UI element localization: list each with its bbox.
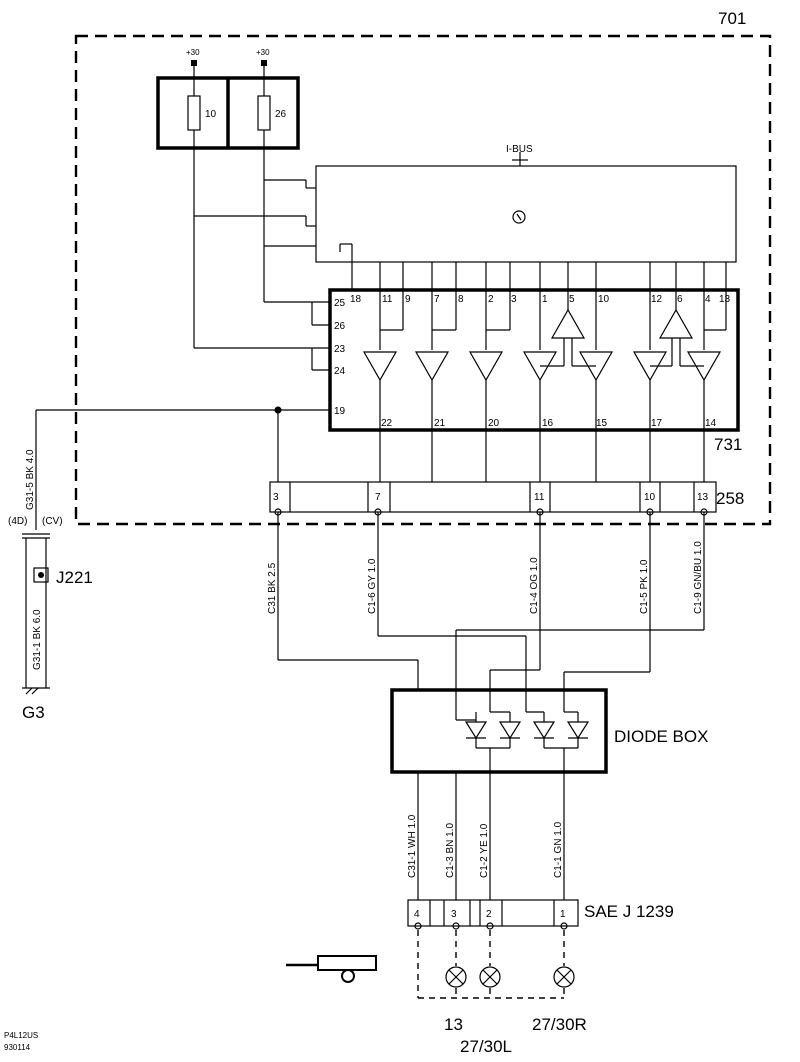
lamp-13-label: 13 [444,1015,463,1034]
wire-c15-label: C1-5 PK 1.0 [639,559,650,614]
sae-connector-label: SAE J 1239 [584,902,674,921]
junction-j221-label: J221 [56,568,93,587]
pin-label: 15 [596,418,608,429]
pin-label: 20 [488,418,500,429]
pin-label: 3 [451,909,457,920]
pin-label: 24 [334,366,346,377]
ground-section: G31-5 BK 4.0 (4D) (CV) J221 G31-1 BK 6.0… [8,449,93,722]
pin-label: 2 [488,294,494,305]
module-731-label: 731 [714,435,742,454]
module-701-boundary [74,34,772,526]
ibus-label: I-BUS [506,144,533,155]
pin-label: 4 [414,909,420,920]
pin-label: 5 [569,294,575,305]
pin-label: 4 [705,294,711,305]
pin-label: 22 [381,418,393,429]
wire-c14-label: C1-4 OG 1.0 [529,557,540,614]
wire-c16-label: C1-6 GY 1.0 [367,558,378,614]
internal-signal-lines [351,262,727,350]
harness-upper: C31 BK 2.5 C1-6 GY 1.0 C1-4 OG 1.0 C1-5 … [267,512,705,690]
fuse-supply-label-2: +30 [256,48,270,57]
pin-label: 3 [273,492,279,503]
module-731-bottom-pins: 22 21 20 16 15 17 14 [381,418,717,429]
ground-variant-left: (4D) [8,516,27,527]
wire-c11-label: C1-1 GN 1.0 [553,821,564,878]
wire-c13-label: C1-3 BN 1.0 [445,823,456,878]
pin-label: 3 [511,294,517,305]
pin-label: 6 [677,294,683,305]
pin-label: 9 [405,294,411,305]
pin-label: 2 [486,909,492,920]
trailer-icon [286,955,377,983]
pin-label: 1 [560,909,566,920]
lamp-2730l-label: 27/30L [460,1037,512,1056]
control-logic-block: I-BUS [194,144,737,263]
diode-box: DIODE BOX [390,688,708,774]
pin-label: 7 [375,492,381,503]
module-701-label: 701 [718,9,746,28]
wire-c311-label: C31-1 WH 1.0 [407,814,418,878]
diode-box-label: DIODE BOX [614,727,708,746]
driver-amplifiers [362,308,722,430]
pin-label: 18 [350,294,362,305]
pin-label: 13 [697,492,709,503]
module-731-top-pins: 18 11 9 7 8 2 3 1 5 10 12 6 4 13 [350,294,731,305]
ground-wire-branch-label: G31-1 BK 6.0 [32,609,43,670]
module-731-left-pins: 25 26 23 24 19 [334,298,346,417]
pin-label: 26 [334,321,346,332]
fuse-supply-label-1: +30 [186,48,200,57]
ground-wire-main-label: G31-5 BK 4.0 [25,449,36,510]
wire-c12-label: C1-2 YE 1.0 [479,823,490,878]
pin-label: 13 [719,294,731,305]
pin-label: 23 [334,344,346,355]
pin-label: 16 [542,418,554,429]
harness-lower: C31-1 WH 1.0 C1-3 BN 1.0 C1-2 YE 1.0 C1-… [407,772,565,900]
pin-label: 21 [434,418,446,429]
footer-code: P4L12US [4,1031,38,1040]
pin-label: 11 [534,492,545,503]
pin-label: 10 [644,492,656,503]
sae-connector: 4 3 2 1 [407,899,579,930]
pin-label: 11 [382,294,393,305]
pin-label: 7 [434,294,440,305]
wire-c19-label: C1-9 GN/BU 1.0 [693,541,704,614]
footer-date: 930114 [4,1043,31,1052]
pin-label: 14 [705,418,717,429]
connector-258-label: 258 [716,489,744,508]
pin-label: 8 [458,294,464,305]
wire-c31-label: C31 BK 2.5 [267,562,278,614]
ground-g3-label: G3 [22,703,45,722]
pin-label: 25 [334,298,346,309]
trailer-lamps: 13 27/30L 27/30R [417,930,587,1056]
pin-label: 17 [651,418,663,429]
pin-label: 1 [542,294,548,305]
fuse-26-label: 26 [275,109,287,120]
pin-label: 12 [651,294,663,305]
lamp-2730r-label: 27/30R [532,1015,587,1034]
module-731-box [328,288,740,432]
ground-variant-right: (CV) [42,516,63,527]
pin-label: 19 [334,406,346,417]
pin-label: 10 [598,294,610,305]
fuse-box: 10 26 +30 +30 [156,48,300,150]
fuse-10-label: 10 [205,109,217,120]
connector-258: 3 7 11 10 13 [269,481,717,516]
